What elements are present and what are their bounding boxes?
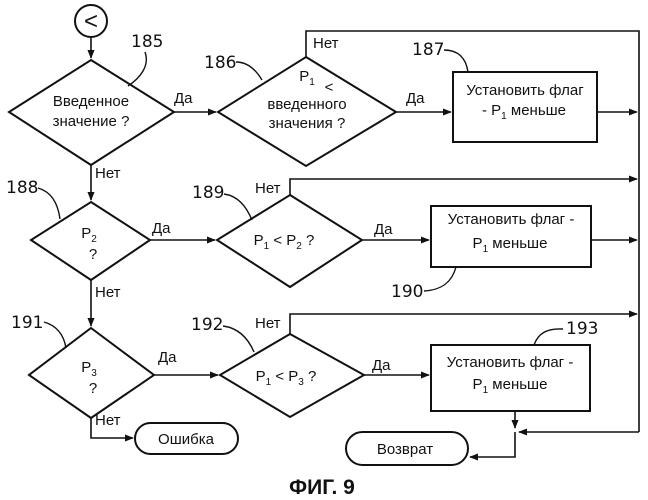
ref-190: 190 (391, 282, 423, 302)
decision-191: P3 ? (29, 328, 154, 418)
label-185-no: Нет (95, 165, 121, 182)
leader-188 (38, 188, 60, 219)
decision-186-lt: < (325, 79, 334, 96)
ref-191: 191 (11, 313, 43, 333)
label-186-yes: Да (406, 90, 425, 107)
label-192-no: Нет (255, 315, 281, 332)
flow-to-return (470, 432, 515, 457)
label-191-yes: Да (158, 349, 177, 366)
label-186-no: Нет (313, 35, 339, 52)
label-189-no: Нет (255, 180, 281, 197)
terminal-return: Возврат (346, 432, 468, 465)
label-188-yes: Да (152, 220, 171, 237)
decision-192: P1 < P3 ? (220, 334, 364, 417)
label-185-yes: Да (174, 90, 193, 107)
ref-187: 187 (412, 40, 444, 60)
process-190-line1: Установить флаг - (448, 211, 575, 228)
process-187-line1: Установить флаг (466, 82, 584, 99)
decision-189: P1 < P2 ? (217, 195, 362, 287)
ref-193: 193 (566, 319, 598, 339)
decision-185-line1: Введенное (53, 93, 129, 110)
ref-192: 192 (191, 315, 223, 335)
decision-186-line3: значения ? (269, 115, 346, 132)
leader-191 (44, 322, 66, 348)
leader-186 (236, 62, 262, 80)
label-189-yes: Да (374, 221, 393, 238)
decision-188-q: ? (89, 246, 97, 263)
leader-192 (223, 326, 254, 352)
label-188-no: Нет (95, 284, 121, 301)
label-192-yes: Да (372, 357, 391, 374)
decision-185-line2: значение ? (53, 113, 130, 130)
terminal-error: Ошибка (135, 423, 238, 454)
start-connector: < (75, 5, 107, 37)
process-193: Установить флаг - P1 меньше (431, 345, 590, 411)
leader-190 (424, 267, 456, 291)
start-symbol: < (84, 8, 98, 35)
decision-185: Введенное значение ? (9, 60, 174, 165)
label-191-no: Нет (95, 412, 121, 429)
ref-188: 188 (6, 178, 38, 198)
process-187: Установить флаг - P1 меньше (453, 72, 597, 142)
terminal-error-label: Ошибка (158, 431, 215, 448)
terminal-return-label: Возврат (377, 441, 433, 458)
process-193-line1: Установить флаг - (447, 354, 574, 371)
leader-193 (534, 329, 563, 345)
ref-186: 186 (204, 53, 236, 73)
leader-189 (224, 194, 252, 220)
decision-188: P2 ? (31, 202, 150, 280)
flow-189-no (290, 179, 637, 195)
process-190: Установить флаг - P1 меньше (431, 206, 591, 267)
decision-191-q: ? (89, 380, 97, 397)
decision-186: P1 < введенного значения ? (218, 57, 396, 166)
leader-187 (444, 50, 468, 72)
ref-185: 185 (131, 32, 163, 52)
decision-186-line2: введенного (267, 96, 346, 113)
leader-185 (128, 52, 146, 86)
figure-caption: ФИГ. 9 (289, 476, 355, 499)
ref-189: 189 (192, 183, 224, 203)
